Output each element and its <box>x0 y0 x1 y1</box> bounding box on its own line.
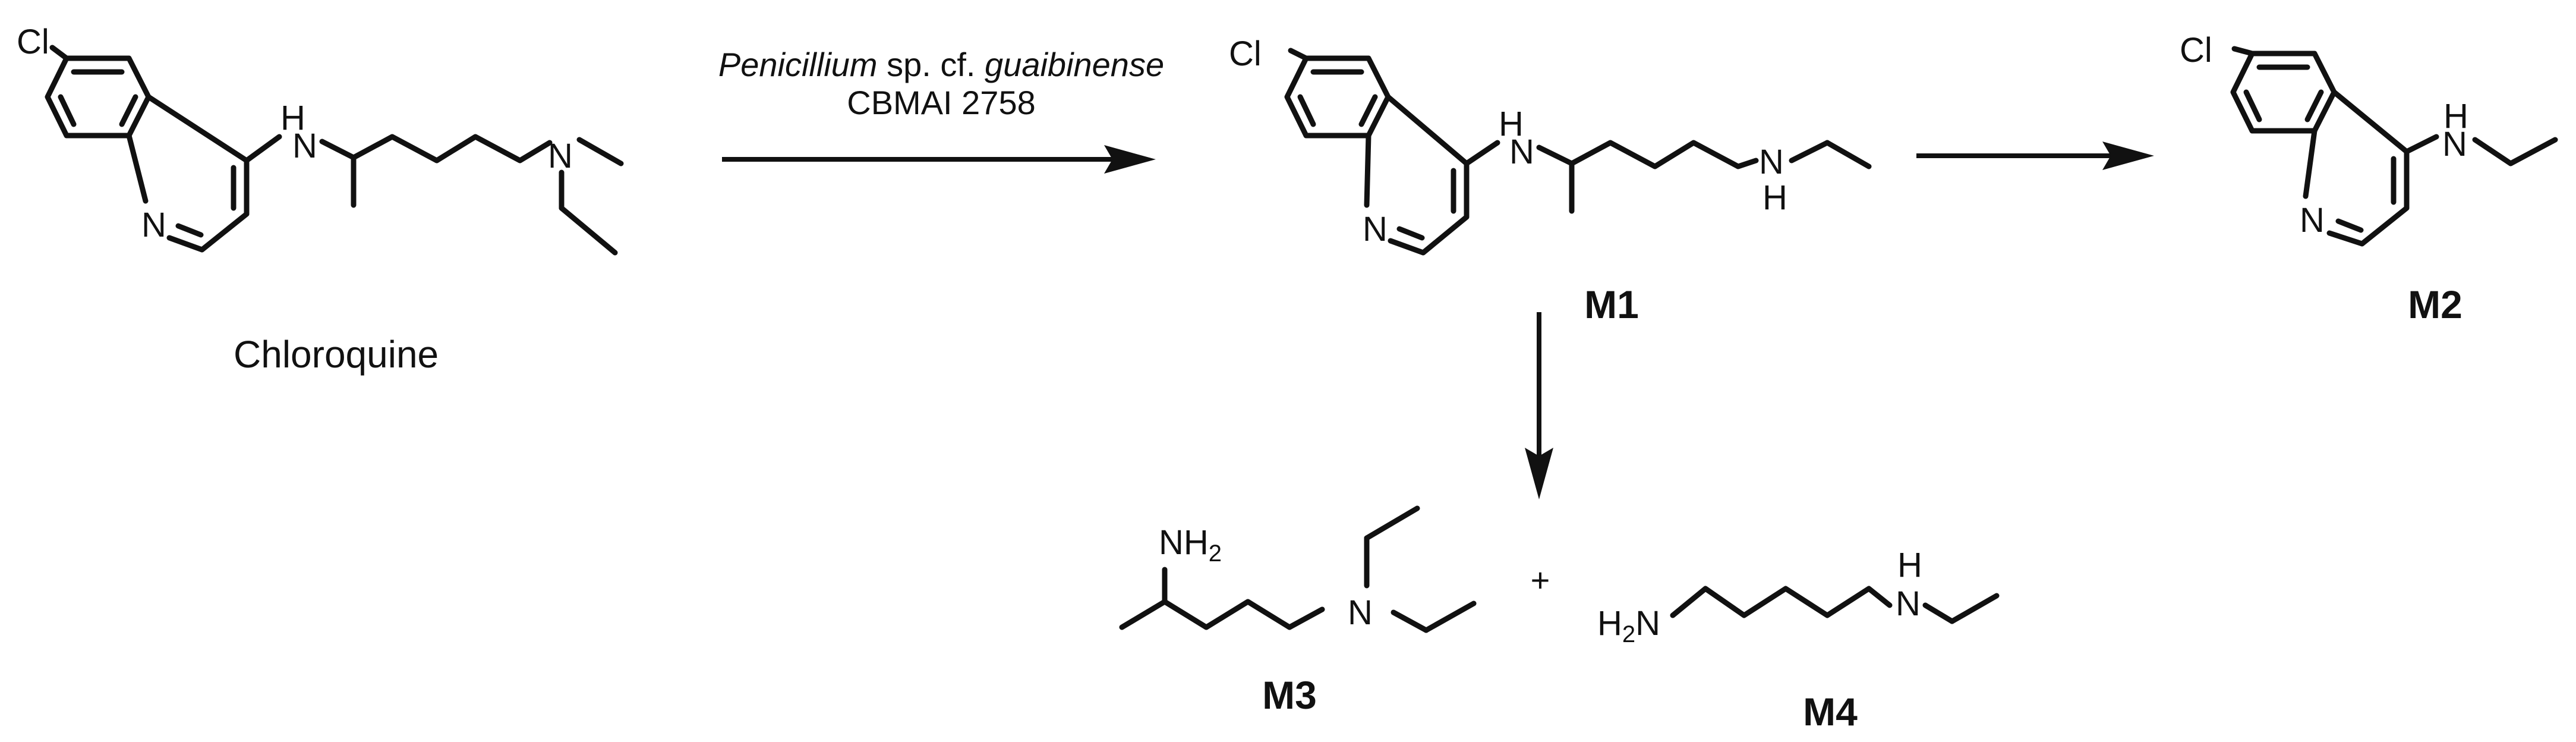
m4-structure: H2N H N M4 <box>1597 546 2000 734</box>
bond <box>1464 140 1500 166</box>
hydrogen-atom-label: H <box>1762 178 1787 217</box>
bond <box>1364 133 1371 208</box>
bond <box>576 137 624 166</box>
arrow-head <box>1104 145 1156 174</box>
nitrogen-atom-label: N <box>1759 143 1784 181</box>
amine-group-label: NH2 <box>1159 523 1222 567</box>
bond <box>1364 505 1420 541</box>
m3-structure: NH2 N M3 <box>1119 505 1477 717</box>
arrow-head <box>2102 142 2154 170</box>
bond <box>126 133 149 204</box>
bond <box>1670 586 1893 618</box>
reaction-strain: CBMAI 2758 <box>847 84 1036 121</box>
hydrogen-atom-label: H <box>280 99 305 137</box>
bond <box>119 94 138 127</box>
hydrogen-atom-label: H <box>1897 546 1922 584</box>
bond <box>1297 94 1316 127</box>
bond <box>1824 140 1872 169</box>
bond <box>559 205 618 256</box>
bond <box>1423 600 1477 633</box>
bond <box>244 134 282 164</box>
chloroquine-structure: Cl N H N N Chloroquine <box>17 23 624 376</box>
compound-label-m3: M3 <box>1262 673 1317 717</box>
bond <box>1288 48 1309 61</box>
nitrogen-atom-label: N <box>1363 210 1388 249</box>
nitrogen-atom-label: N <box>2300 201 2325 240</box>
nitrogen-atom-label: N <box>292 127 317 165</box>
bond <box>1358 94 1378 127</box>
bond <box>2231 46 2255 56</box>
bond <box>146 94 250 253</box>
chlorine-atom-label: Cl <box>17 23 49 61</box>
compound-label-m1: M1 <box>1584 282 1639 326</box>
hydrogen-atom-label: H <box>1499 105 1524 143</box>
bond <box>1119 599 1325 630</box>
hydrogen-atom-label: H <box>1597 604 1622 643</box>
organism-species-abbrev: sp. cf. <box>878 46 985 83</box>
bond <box>1391 609 1429 633</box>
hydrogen-atom-label: H <box>2443 97 2468 136</box>
chlorine-atom-label: Cl <box>1229 34 1262 73</box>
organism-species: guaibinense <box>985 46 1164 83</box>
bond <box>2243 89 2262 122</box>
reaction-arrow-2 <box>1916 142 2154 170</box>
bond <box>2404 134 2439 155</box>
compound-name-chloroquine: Chloroquine <box>234 333 439 376</box>
plus-sign: + <box>1531 561 1550 599</box>
nitrogen-atom-label: N <box>1896 584 1921 623</box>
bond <box>1922 602 1955 624</box>
nitrogen-atom-label: N <box>1635 604 1660 643</box>
bond <box>1949 593 2000 624</box>
compound-label-m2: M2 <box>2408 282 2463 326</box>
bond <box>2472 137 2558 166</box>
arrow-head <box>1525 448 1553 499</box>
bond <box>175 223 204 238</box>
nitrogen-atom-label: N <box>2442 125 2467 164</box>
bond <box>1789 140 1830 164</box>
bond <box>319 134 553 164</box>
reaction-arrow-1 <box>722 145 1156 174</box>
bond <box>49 45 70 61</box>
bond <box>1396 226 1425 241</box>
bond <box>2326 89 2410 247</box>
subscript-two: 2 <box>1622 621 1635 647</box>
reaction-organism: Penicillium sp. cf. guaibinense <box>718 46 1164 83</box>
bond <box>1385 94 1470 256</box>
nitrogen-atom-label: N <box>1159 523 1184 562</box>
m1-structure: Cl N H N N H M1 <box>1229 34 1872 326</box>
m2-structure: Cl N H N M2 <box>2180 31 2558 326</box>
bond <box>2335 218 2364 233</box>
chlorine-atom-label: Cl <box>2180 31 2212 70</box>
bond <box>2303 128 2318 199</box>
subscript-two: 2 <box>1209 540 1222 567</box>
reaction-arrow-3 <box>1525 312 1553 499</box>
amine-group-label: H2N <box>1597 604 1660 647</box>
compound-label-m4: M4 <box>1803 690 1858 734</box>
nitrogen-atom-label: N <box>1348 593 1373 632</box>
bond <box>2304 89 2324 122</box>
hydrogen-atom-label: H <box>1184 523 1209 562</box>
organism-genus: Penicillium <box>718 46 878 83</box>
nitrogen-atom-label: N <box>548 137 573 175</box>
bond <box>58 94 77 127</box>
nitrogen-atom-label: N <box>1509 133 1534 171</box>
nitrogen-atom-label: N <box>141 206 166 244</box>
